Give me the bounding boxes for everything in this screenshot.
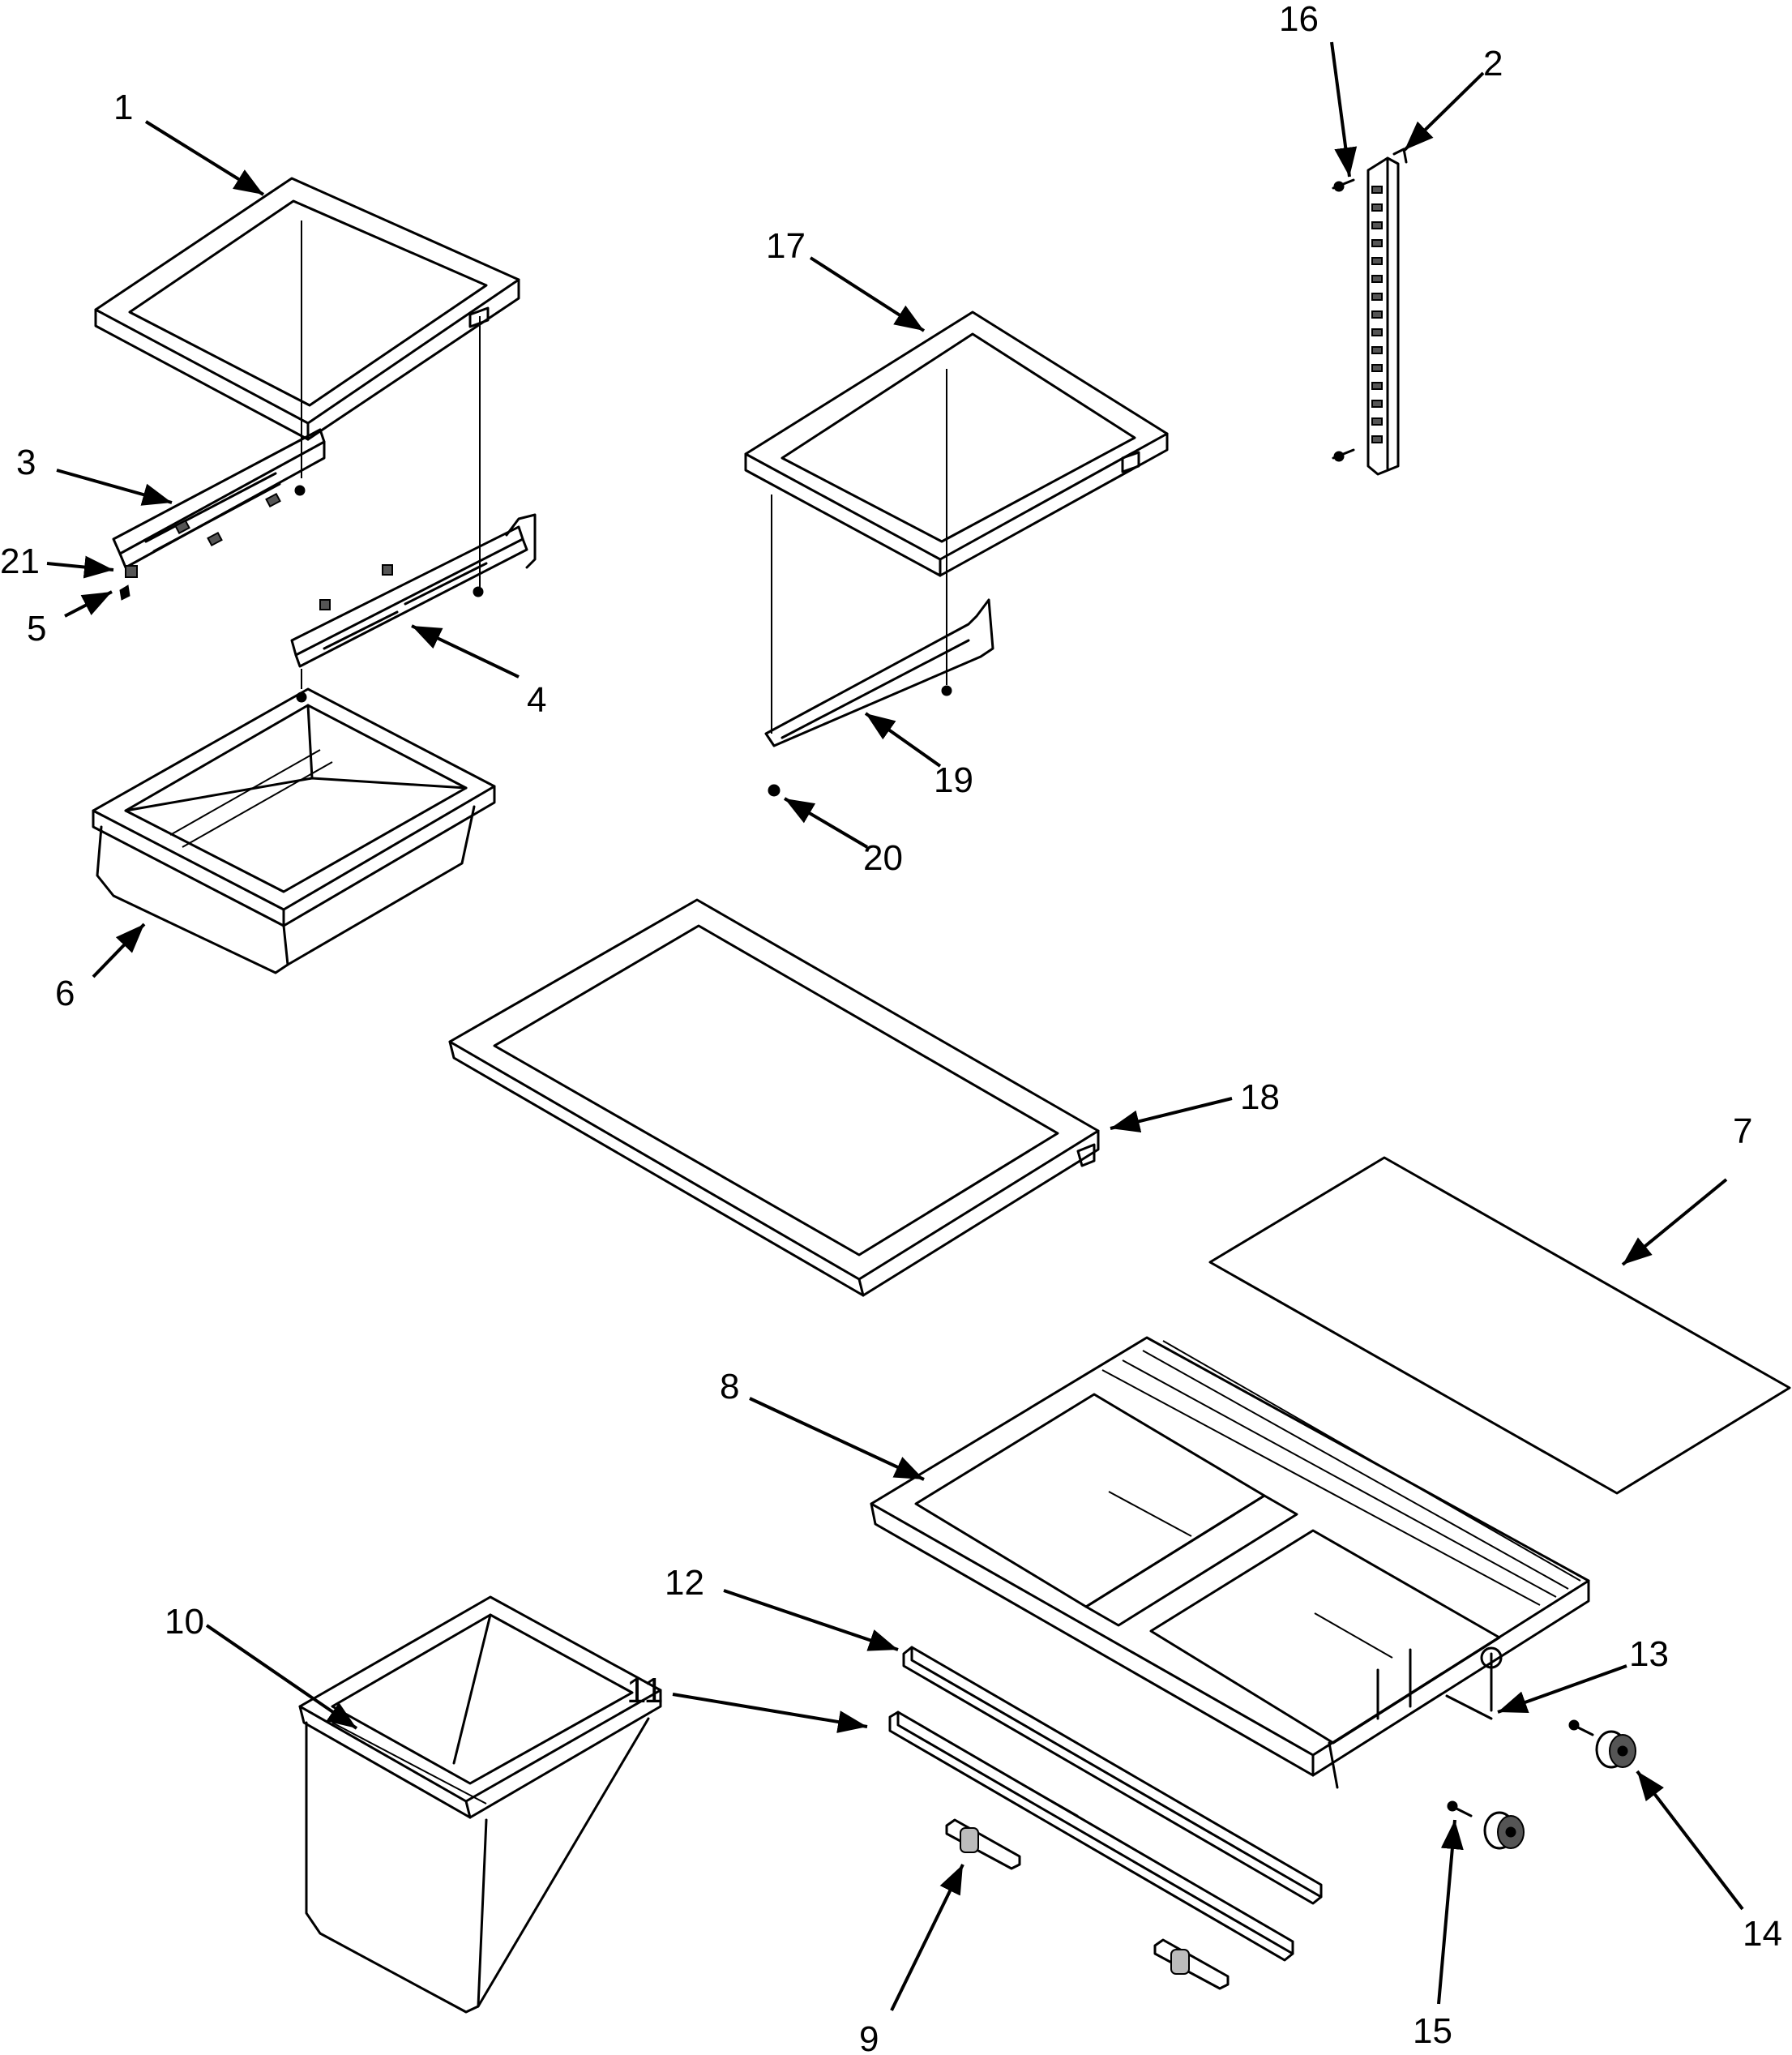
callout-5: 5 [27,609,46,649]
callout-10: 10 [165,1602,204,1642]
part-14-roller [1568,1719,1636,1769]
callout-13: 13 [1629,1634,1669,1674]
part-18-glass-shelf [448,898,1100,1297]
callout-17: 17 [766,226,806,266]
part-6-crisper-drawer [92,687,496,974]
callout-16: 16 [1279,0,1319,39]
part-8-crisper-cover-frame [870,1336,1590,1789]
part-21-clip [125,565,138,578]
rail-slot [1371,203,1383,212]
part-1-glass-shelf [94,177,520,441]
callout-8: 8 [720,1367,739,1406]
part-10-deli-drawer [298,1595,662,2014]
part-5-screw [119,584,130,601]
callout-19: 19 [934,760,973,800]
part-17-glass-shelf [744,310,1169,577]
rail-slot [1371,382,1383,390]
part-5-screw [294,485,306,496]
part-16-screw-bottom [1332,448,1355,462]
part-11-slide-rail [888,1710,1294,1962]
rail-slot [1371,310,1383,319]
leader-lines [46,41,1744,2011]
callout-15: 15 [1413,2011,1452,2051]
part-12-slide-rail [902,1646,1323,1905]
callout-2: 2 [1483,44,1503,83]
part-4-shelf-bracket-right [290,513,537,668]
part-9-rail-guide [945,1818,1021,1870]
callout-14: 14 [1743,1914,1782,1954]
rail-slot [1371,417,1383,426]
callout-7: 7 [1733,1111,1752,1151]
rail-slot [1371,400,1383,408]
screw [941,685,952,696]
part-13-rod [1445,1694,1493,1720]
part-2-shelf-ladder-rail [1366,148,1408,476]
rail-slot [1371,275,1383,283]
part-15-roller [1447,1800,1525,1850]
callout-20: 20 [863,838,903,878]
rail-slot [1371,435,1383,443]
callout-6: 6 [55,974,75,1013]
part-19-shelf-bracket [764,598,994,747]
rail-slot [1371,293,1383,301]
callout-1: 1 [113,88,133,127]
callout-9: 9 [859,2019,879,2055]
callout-3: 3 [16,443,36,482]
callout-12: 12 [665,1563,704,1603]
part-20-screw [768,784,781,797]
rail-slot [1371,346,1383,354]
rail-slot [1371,239,1383,247]
callout-21: 21 [0,542,40,581]
part-16-screw-top [1332,178,1355,192]
part-3-shelf-bracket-left [112,428,326,569]
rail-slot [1371,328,1383,336]
rail-slot [1371,364,1383,372]
callout-18: 18 [1240,1077,1280,1117]
part-9-rail-guide [1153,1938,1230,1990]
rail-slot [1371,186,1383,194]
rail-slot [1371,221,1383,229]
part-7-panel-cover [1208,1156,1791,1495]
callout-4: 4 [527,680,546,720]
callout-11: 11 [627,1671,664,1710]
rail-slot [1371,257,1383,265]
